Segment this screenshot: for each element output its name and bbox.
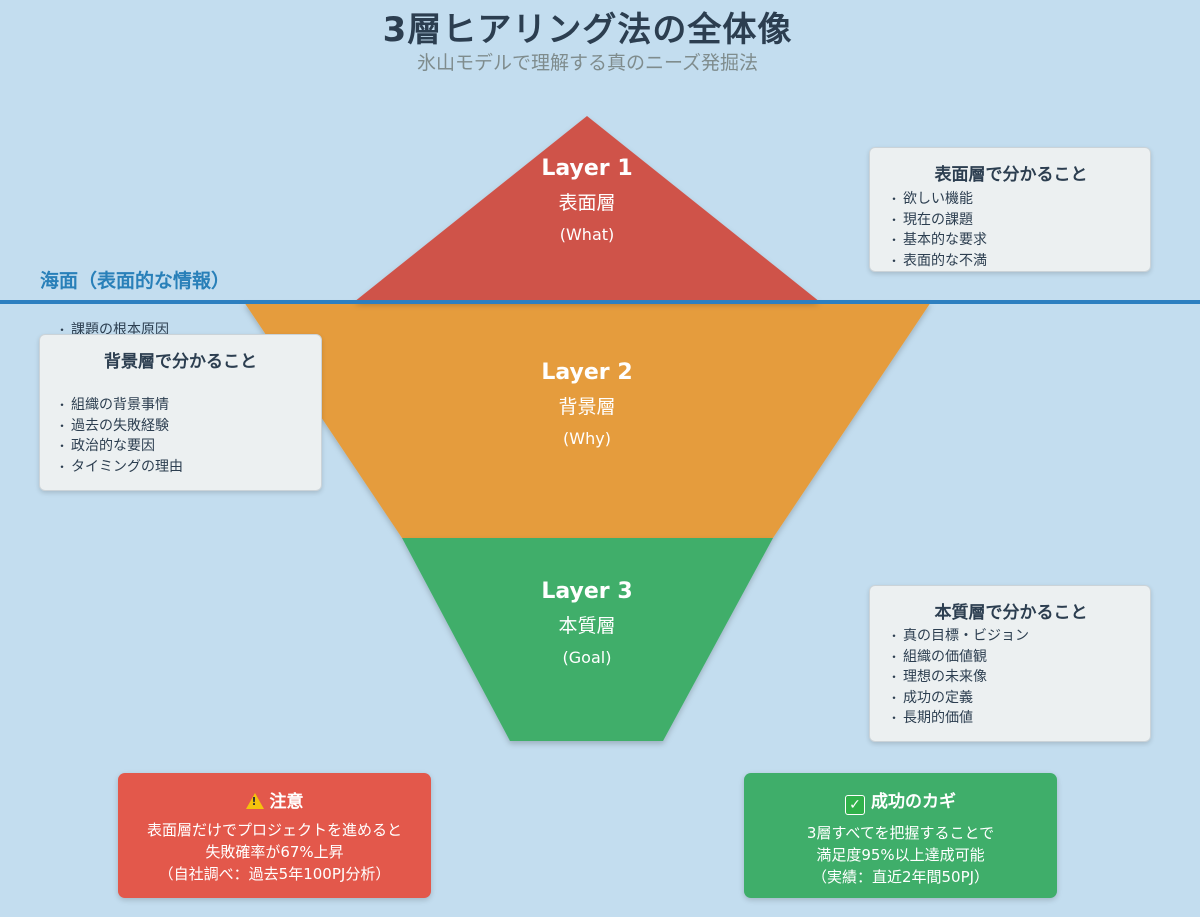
list-item: タイミングの理由 xyxy=(56,457,305,478)
check-icon: ✓ xyxy=(845,795,865,815)
layer-1-label: Layer 1 表面層 (What) xyxy=(437,156,737,244)
success-line: 3層すべてを把握することで xyxy=(806,824,995,842)
success-callout: ✓ 成功のカギ 3層すべてを把握することで 満足度95%以上達成可能 （実績：直近… xyxy=(744,773,1057,898)
list-item: 表面的な不満 xyxy=(888,251,1134,272)
warning-line: 失敗確率が67%上昇 xyxy=(205,843,344,861)
layer-3-label: Layer 3 本質層 (Goal) xyxy=(437,579,737,667)
list-item: 政治的な要因 xyxy=(56,436,305,457)
surface-layer-box: 表面層で分かること 欲しい機能 現在の課題 基本的な要求 表面的な不満 xyxy=(869,147,1151,272)
list-item: 組織の背景事情 xyxy=(56,395,305,416)
essence-box-title: 本質層で分かること xyxy=(934,603,1088,623)
success-line: 満足度95%以上達成可能 xyxy=(816,846,985,864)
layer-3-shape xyxy=(402,538,773,741)
list-item: 過去の失敗経験 xyxy=(56,416,305,437)
success-title: 成功のカギ xyxy=(871,792,956,812)
background-layer-box: 背景層で分かること 組織の背景事情 過去の失敗経験 政治的な要因 タイミングの理… xyxy=(39,334,322,491)
layer-2-label: Layer 2 背景層 (Why) xyxy=(437,360,737,448)
background-box-title: 背景層で分かること xyxy=(104,352,257,372)
sea-level-line xyxy=(0,300,1200,304)
list-item: 現在の課題 xyxy=(888,210,1134,231)
warning-line: （自社調べ：過去5年100PJ分析） xyxy=(158,865,391,883)
layer-3-number: Layer 3 xyxy=(541,579,633,604)
essence-layer-box: 本質層で分かること 真の目標・ビジョン 組織の価値観 理想の未来像 成功の定義 … xyxy=(869,585,1151,742)
layer-1-shape xyxy=(354,116,820,302)
essence-box-list: 真の目標・ビジョン 組織の価値観 理想の未来像 成功の定義 長期的価値 xyxy=(888,626,1134,729)
list-item: 真の目標・ビジョン xyxy=(888,626,1134,647)
page-title: 3層ヒアリング法の全体像 xyxy=(382,10,793,50)
layer-3-name: 本質層 xyxy=(558,615,616,637)
background-box-list: 組織の背景事情 過去の失敗経験 政治的な要因 タイミングの理由 xyxy=(56,395,305,477)
list-item: 成功の定義 xyxy=(888,688,1134,709)
layer-1-name: 表面層 xyxy=(558,192,616,214)
list-item: 理想の未来像 xyxy=(888,667,1134,688)
warning-title: 注意 xyxy=(269,792,304,812)
list-item: 基本的な要求 xyxy=(888,230,1134,251)
layer-2-english: (Why) xyxy=(563,429,611,448)
layer-1-number: Layer 1 xyxy=(541,156,633,181)
warning-line: 表面層だけでプロジェクトを進めると xyxy=(146,821,402,839)
layer-2-shape xyxy=(244,302,931,538)
page-subtitle: 氷山モデルで理解する真のニーズ発掘法 xyxy=(416,52,759,74)
list-item: 欲しい機能 xyxy=(888,189,1134,210)
surface-box-list: 欲しい機能 現在の課題 基本的な要求 表面的な不満 xyxy=(888,189,1134,271)
layer-2-number: Layer 2 xyxy=(541,360,633,385)
layer-1-english: (What) xyxy=(559,225,615,244)
list-item: 組織の価値観 xyxy=(888,647,1134,668)
layer-3-english: (Goal) xyxy=(562,648,612,667)
success-line: （実績：直近2年間50PJ） xyxy=(811,868,990,886)
sea-level-label: 海面（表面的な情報） xyxy=(40,270,231,292)
surface-box-title: 表面層で分かること xyxy=(934,165,1088,185)
list-item: 長期的価値 xyxy=(888,708,1134,729)
layer-2-name: 背景層 xyxy=(558,396,616,418)
warning-icon xyxy=(245,793,264,809)
warning-callout: 注意 表面層だけでプロジェクトを進めると 失敗確率が67%上昇 （自社調べ：過去… xyxy=(118,773,431,898)
